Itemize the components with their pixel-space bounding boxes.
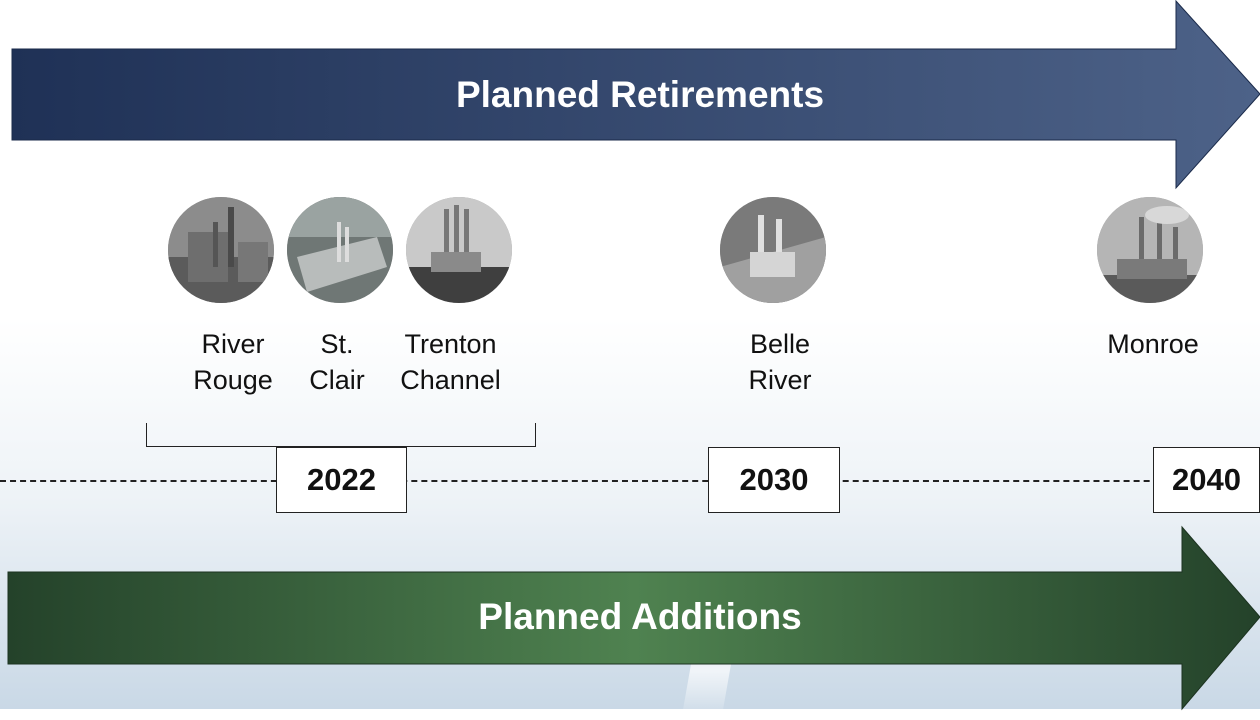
retirements-arrow [11, 0, 1260, 190]
year-box-2030: 2030 [708, 447, 840, 513]
plant-label-line: Clair [309, 365, 365, 395]
trenton-channel-photo [406, 197, 512, 303]
retirements-title: Planned Retirements [455, 74, 825, 115]
plant-label-belle-river: Belle River [720, 326, 840, 398]
river-rouge-photo [168, 197, 274, 303]
plant-label-st-clair: St. Clair [292, 326, 382, 398]
additions-arrow-shape [7, 525, 1260, 711]
plant-label-line: Channel [400, 365, 501, 395]
plant-label-line: Rouge [193, 365, 273, 395]
plant-label-river-rouge: River Rouge [178, 326, 288, 398]
plant-label-line: Belle [749, 329, 811, 359]
plant-label-line: Trenton [404, 329, 497, 359]
retirements-arrow-shape [11, 0, 1260, 190]
plant-label-line: Monroe [1107, 329, 1199, 359]
plant-label-line: River [748, 365, 812, 395]
plant-label-monroe: Monroe [1088, 326, 1218, 362]
belle-river-photo [720, 197, 826, 303]
additions-title: Planned Additions [478, 596, 802, 637]
plant-label-trenton-channel: Trenton Channel [383, 326, 518, 398]
year-box-2040: 2040 [1153, 447, 1260, 513]
monroe-photo [1097, 197, 1203, 303]
group-bracket-2022 [146, 423, 536, 447]
plant-label-line: St. [320, 329, 354, 359]
year-box-2022: 2022 [276, 447, 407, 513]
timeline-dashed-line [0, 480, 1260, 482]
additions-arrow [7, 525, 1260, 711]
plant-label-line: River [201, 329, 265, 359]
st-clair-photo [287, 197, 393, 303]
